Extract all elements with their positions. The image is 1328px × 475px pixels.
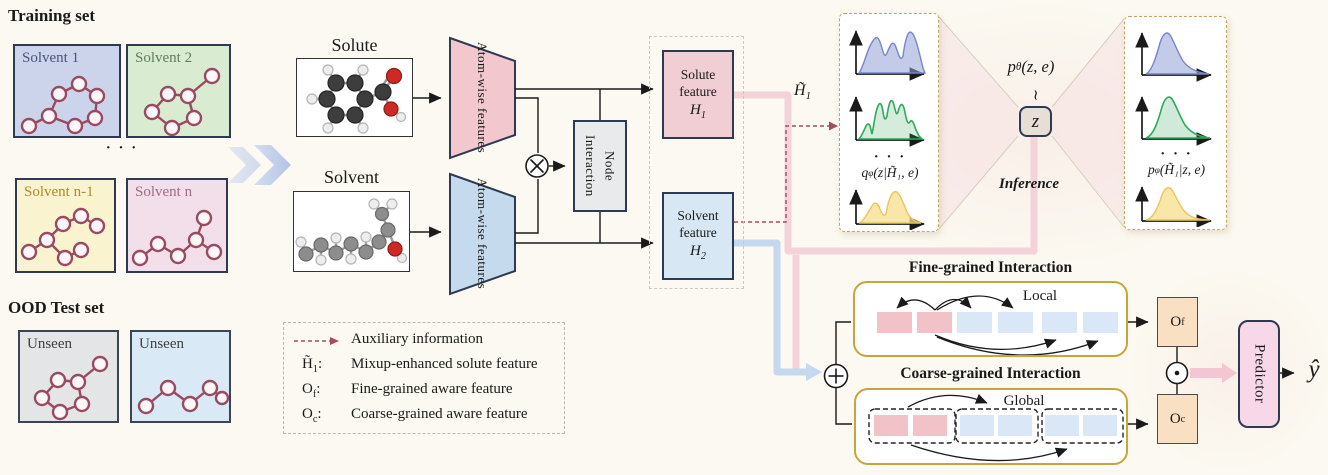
coarse-grained-tokens	[868, 393, 1124, 462]
solvent-feature-symbol: H2	[690, 243, 706, 262]
box-label: Solvent n	[135, 184, 193, 200]
box-label: Unseen	[27, 336, 72, 352]
dist-ellipsis: · · ·	[873, 148, 907, 165]
training-box-solvent-n-1: Solvent n-1	[15, 178, 116, 273]
solvent-encoder-label: Atom-wise features	[474, 178, 490, 290]
latent-z-box: z	[1019, 106, 1052, 137]
dist-ellipsis: · · ·	[1160, 145, 1193, 162]
plus-operator-icon	[823, 363, 849, 389]
distribution-plot-blue-multi	[849, 30, 927, 81]
benzoic-acid-molecule	[306, 64, 407, 134]
molecular-graph	[20, 207, 106, 267]
solute-feature-line2: feature	[679, 83, 717, 99]
legend-text-oc: Coarse-grained aware feature	[351, 406, 528, 422]
distribution-plot-yellow-multi	[849, 189, 925, 230]
coarse-grained-box: Global	[854, 388, 1128, 465]
legend-text-auxiliary: Auxiliary information	[351, 331, 484, 347]
legend-symbol-oc: Oc:	[302, 406, 322, 425]
dot-product-operator-icon	[1165, 361, 1189, 385]
auxiliary-arrow-icon	[294, 337, 339, 345]
fine-grained-box: Local	[853, 281, 1128, 357]
molecular-graph	[33, 355, 109, 421]
box-label: Solvent n-1	[24, 184, 94, 200]
multiply-operator-icon	[525, 154, 549, 178]
solute-label: Solute	[331, 34, 378, 55]
tilde-mark: ∼	[1027, 88, 1044, 102]
legend-text-of: Fine-grained aware feature	[351, 381, 513, 397]
global-tag: Global	[1003, 393, 1045, 409]
fast-forward-icon	[228, 145, 291, 185]
local-tag: Local	[1022, 288, 1058, 304]
distribution-plot-green-single	[1135, 96, 1212, 146]
fine-grained-title: Fine-grained Interaction	[908, 259, 1073, 276]
predictor-box: Predictor	[1238, 320, 1280, 428]
molecular-graph	[137, 379, 229, 415]
solvent-encoder-shape	[449, 172, 516, 296]
predictor-input-arrow	[1190, 363, 1237, 383]
node-interaction-box: Node Interaction	[573, 120, 627, 212]
h1-tilde-label: H̃1	[794, 82, 811, 103]
solute-encoder-shape	[449, 36, 516, 160]
feature-container	[649, 36, 744, 289]
solvent-feature-line1: Solvent	[677, 208, 719, 224]
box-label: Solvent 1	[22, 50, 80, 66]
solvent-molecule-image	[293, 191, 410, 272]
ood-test-set-title: OOD Test set	[8, 298, 105, 317]
coarse-grained-title: Coarse-grained Interaction	[900, 365, 1081, 382]
solute-encoder-label: Atom-wise features	[474, 42, 490, 154]
training-ellipsis: · · ·	[105, 139, 139, 156]
training-set-title: Training set	[8, 6, 96, 25]
solute-molecule-image	[296, 58, 413, 137]
alcohol-chain-molecule	[295, 198, 408, 266]
legend-symbol-of: Of:	[302, 381, 321, 400]
training-box-solvent-2: Solvent 2	[126, 44, 231, 138]
ood-box-unseen-2: Unseen	[130, 330, 231, 423]
solute-feature-symbol: H1	[690, 101, 706, 121]
ood-box-unseen-1: Unseen	[18, 330, 119, 423]
h2-path	[734, 239, 822, 381]
molecular-graph	[131, 209, 223, 267]
black-wires	[410, 83, 1295, 430]
solute-feature-line1: Solute	[680, 66, 716, 82]
box-label: Solvent 2	[135, 50, 193, 66]
auxiliary-dashed-path	[734, 121, 838, 223]
solvent-feature-box: Solvent feature H2	[662, 192, 734, 280]
distribution-plot-yellow-single	[1135, 186, 1212, 227]
solute-feature-box: Solute feature H1	[662, 50, 734, 139]
lens-fan	[938, 16, 1125, 230]
training-box-solvent-1: Solvent 1	[13, 44, 121, 138]
legend-box: Auxiliary information H̃1: Mixup-enhance…	[283, 322, 565, 434]
training-box-solvent-n: Solvent n	[126, 178, 228, 273]
fine-grained-tokens	[877, 295, 1118, 355]
prediction-output-label: ŷ	[1308, 356, 1320, 383]
distribution-plot-green-multi	[849, 96, 925, 147]
molecular-graph	[20, 75, 106, 135]
solvent-label: Solvent	[323, 166, 379, 187]
inference-label: Inference	[999, 175, 1059, 192]
legend-text-h1: Mixup-enhanced solute feature	[351, 356, 538, 372]
box-label: Unseen	[139, 336, 184, 352]
distribution-plot-blue-single	[1135, 32, 1212, 82]
molecular-graph	[143, 67, 221, 136]
solvent-feature-line2: feature	[679, 225, 717, 241]
legend-symbol-h1: H̃1:	[302, 356, 323, 375]
